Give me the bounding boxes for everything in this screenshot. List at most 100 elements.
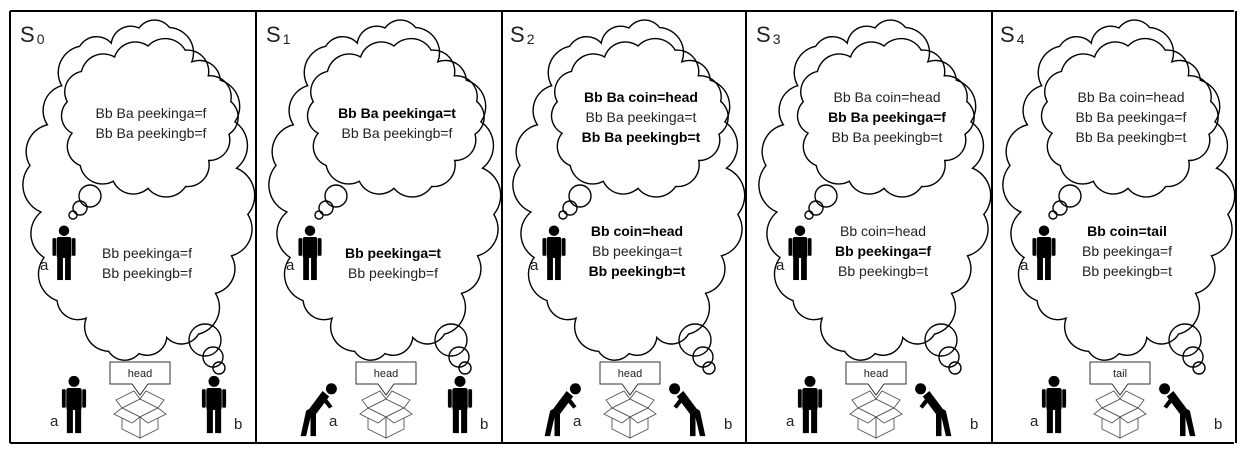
agent-b-label: b	[970, 416, 978, 433]
nested-belief-line: Bb Ba peekingb=f	[342, 125, 453, 141]
inner-thought-bubble	[814, 184, 838, 208]
agent-a-label: a	[573, 413, 582, 430]
coin-box	[603, 390, 657, 439]
agent-a-label: a	[786, 413, 795, 430]
nested-belief-line: Bb Ba coin=head	[584, 89, 698, 105]
nested-belief-line: Bb Ba peekingb=t	[1076, 129, 1187, 145]
agent-b-label: b	[1214, 416, 1222, 433]
coin-box	[1093, 390, 1147, 439]
nested-belief-line: Bb Ba peekinga=f	[1076, 109, 1187, 125]
agent-a-in-cloud-label: a	[286, 257, 295, 274]
outer-thought-cloud	[1002, 19, 1236, 361]
inner-thought-cloud	[306, 37, 485, 198]
agent-a	[300, 383, 337, 437]
inner-thought-cloud	[796, 37, 975, 198]
belief-line: Bb coin=head	[591, 223, 683, 239]
b-thought-bubble	[202, 346, 224, 368]
agent-a-in-cloud	[788, 225, 812, 281]
belief-line: Bb peekingb=t	[1082, 263, 1172, 279]
nested-belief-line: Bb Ba peekingb=f	[96, 125, 207, 141]
inner-thought-bubble	[1058, 184, 1082, 208]
inner-thought-bubble	[804, 210, 814, 220]
coin-box	[849, 390, 903, 439]
outer-thought-cloud	[758, 19, 992, 361]
b-thought-bubble	[458, 361, 472, 375]
b-thought-bubble	[678, 323, 712, 357]
b-thought-bubble	[448, 346, 470, 368]
inner-thought-bubble	[68, 210, 78, 220]
coin-box	[113, 390, 167, 439]
coin-box	[359, 390, 413, 439]
agent-b-label: b	[724, 416, 732, 433]
inner-thought-bubble	[1048, 210, 1058, 220]
agent-a-in-cloud-label: a	[776, 257, 785, 274]
inner-thought-cloud	[60, 37, 239, 198]
belief-line: Bb coin=head	[840, 223, 926, 239]
nested-belief-line: Bb Ba peekingb=t	[832, 129, 943, 145]
agent-a-in-cloud-label: a	[40, 257, 49, 274]
outer-thought-cloud	[512, 19, 746, 361]
belief-line: Bb peekingb=f	[102, 265, 192, 281]
agent-a-in-cloud-label: a	[1020, 257, 1029, 274]
belief-line: Bb coin=tail	[1087, 223, 1167, 239]
agent-a-in-cloud	[298, 225, 322, 281]
nested-belief-line: Bb Ba peekingb=t	[582, 129, 701, 145]
inner-thought-bubble	[318, 200, 334, 216]
coin-callout-label: tail	[1113, 368, 1127, 380]
b-thought-bubble	[702, 361, 716, 375]
belief-line: Bb peekinga=f	[102, 245, 192, 261]
agent-b	[1159, 383, 1196, 437]
belief-line: Bb peekingb=f	[348, 265, 438, 281]
belief-line: Bb peekinga=t	[592, 243, 682, 259]
inner-thought-bubble	[808, 200, 824, 216]
b-thought-bubble	[1192, 361, 1206, 375]
inner-thought-bubble	[562, 200, 578, 216]
agent-b	[201, 375, 227, 434]
belief-line: Bb peekingb=t	[838, 263, 928, 279]
coin-callout: tail	[1089, 361, 1151, 396]
nested-belief-line: Bb Ba peekinga=f	[96, 105, 207, 121]
inner-thought-bubble	[324, 184, 348, 208]
belief-line: Bb peekingb=t	[589, 263, 686, 279]
agent-b-label: b	[480, 416, 488, 433]
b-thought-bubble	[924, 323, 958, 357]
inner-thought-bubble	[78, 184, 102, 208]
inner-thought-bubble	[314, 210, 324, 220]
agent-a-label: a	[329, 413, 338, 430]
nested-belief-line: Bb Ba peekinga=t	[586, 109, 697, 125]
b-thought-bubble	[212, 361, 226, 375]
b-thought-bubble	[1182, 346, 1204, 368]
agent-a-label: a	[50, 413, 59, 430]
coin-callout: head	[845, 361, 907, 396]
coin-callout: head	[109, 361, 171, 396]
inner-thought-cloud	[550, 37, 729, 198]
agent-b	[669, 383, 706, 437]
belief-line: Bb peekinga=t	[345, 245, 441, 261]
agent-b	[447, 375, 473, 434]
nested-belief-line: Bb Ba peekinga=t	[338, 105, 456, 121]
coin-callout-label: head	[864, 368, 888, 380]
agent-b-label: b	[234, 416, 242, 433]
b-thought-bubble	[948, 361, 962, 375]
b-thought-bubble	[434, 323, 468, 357]
agent-a	[544, 383, 581, 437]
coin-callout-label: head	[128, 368, 152, 380]
inner-thought-cloud	[1040, 37, 1219, 198]
b-thought-bubble	[692, 346, 714, 368]
belief-line: Bb peekinga=f	[1082, 243, 1172, 259]
outer-thought-cloud	[22, 19, 256, 361]
coin-callout-label: head	[374, 368, 398, 380]
b-thought-bubble	[1168, 323, 1202, 357]
